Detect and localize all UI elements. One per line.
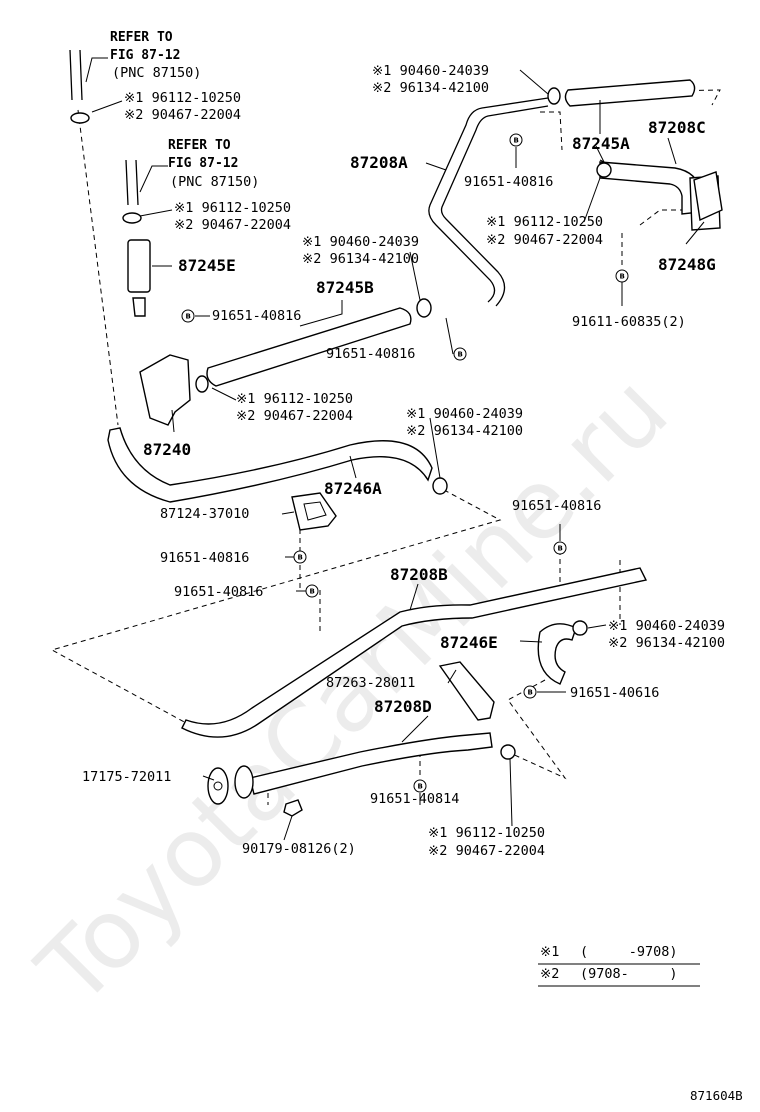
part-87208a-pipe — [428, 97, 549, 307]
legend-row1-mark: ※1 — [540, 944, 559, 960]
label-87245e: 87245E — [178, 256, 236, 275]
label-91651-40616: 91651-40616 — [570, 685, 659, 701]
part-87245a-hose — [564, 79, 696, 107]
part-87245e-hose — [69, 49, 151, 293]
label-87208a: 87208A — [350, 153, 408, 172]
leader-lines — [85, 57, 705, 841]
part-87208b-pipe — [181, 567, 648, 738]
label-90179: 90179-08126(2) — [242, 841, 356, 857]
legend: ※1 ( -9708) ※2 (9708- ) — [538, 944, 700, 987]
bolt-markers: B B B B B B B B B — [181, 133, 629, 793]
clamp-6-b: ※2 90467-22004 — [486, 232, 603, 248]
figure-code: 871604B — [690, 1088, 743, 1103]
label-91611: 91611-60835(2) — [572, 314, 686, 330]
label-87124: 87124-37010 — [160, 506, 249, 522]
clamp-1-b: ※2 90467-22004 — [124, 107, 241, 123]
clamp-7-a: ※1 90460-24039 — [372, 63, 489, 79]
part-17175-gasket — [207, 765, 254, 805]
clamp-9-a: ※1 96112-10250 — [428, 825, 545, 841]
part-87246e-hose — [537, 623, 577, 685]
nut-90179 — [283, 799, 303, 817]
part-87248g-gasket — [693, 171, 723, 222]
part-87263-bracket — [438, 661, 495, 721]
label-17175: 17175-72011 — [82, 769, 171, 785]
svg-text:B: B — [418, 783, 423, 791]
clamp-9-b: ※2 90467-22004 — [428, 843, 545, 859]
label-87246e: 87246E — [440, 633, 498, 652]
label-87208d: 87208D — [374, 697, 432, 716]
part-87208d-pipe — [249, 732, 493, 795]
label-bolt-3: 91651-40816 — [464, 174, 553, 190]
ref-1-line2: FIG 87-12 — [110, 48, 180, 63]
legend-row2-mark: ※2 — [540, 966, 559, 982]
clamp-3-a: ※1 90460-24039 — [302, 234, 419, 250]
label-bolt-5: 91651-40816 — [160, 550, 249, 566]
clamp-3-b: ※2 96134-42100 — [302, 251, 419, 267]
svg-text:B: B — [514, 137, 519, 145]
part-87246a-hose — [107, 427, 433, 503]
clamp-1-a: ※1 96112-10250 — [124, 90, 241, 106]
svg-text:B: B — [186, 313, 191, 321]
part-87240-bracket — [132, 297, 191, 426]
label-87245b: 87245B — [316, 278, 374, 297]
svg-text:B: B — [620, 273, 625, 281]
clamp-2-b: ※2 90467-22004 — [174, 217, 291, 233]
clamp-5-a: ※1 90460-24039 — [406, 406, 523, 422]
clamp-8-a: ※1 90460-24039 — [608, 618, 725, 634]
ref-1-line3: (PNC 87150) — [112, 65, 201, 81]
svg-text:B: B — [458, 351, 463, 359]
hose-clamps — [70, 87, 612, 760]
clamp-4-a: ※1 96112-10250 — [236, 391, 353, 407]
ref-1-line1: REFER TO — [110, 30, 173, 45]
part-87124-gasket — [291, 492, 337, 531]
svg-text:B: B — [558, 545, 563, 553]
label-bolt-2: 91651-40816 — [326, 346, 415, 362]
svg-text:B: B — [528, 689, 533, 697]
label-bolt-6: 91651-40816 — [174, 584, 263, 600]
clamp-8-b: ※2 96134-42100 — [608, 635, 725, 651]
label-87208b: 87208B — [390, 565, 448, 584]
svg-text:B: B — [310, 588, 315, 596]
label-bolt-4: 91651-40816 — [512, 498, 601, 514]
label-87245a: 87245A — [572, 134, 630, 153]
clamp-7-b: ※2 96134-42100 — [372, 80, 489, 96]
label-87246a: 87246A — [324, 479, 382, 498]
clamp-6-a: ※1 96112-10250 — [486, 214, 603, 230]
label-91651-40814: 91651-40814 — [370, 791, 459, 807]
legend-row1-text: ( -9708) — [580, 944, 678, 960]
label-bolt-1: 91651-40816 — [212, 308, 301, 324]
ref-2-line3: (PNC 87150) — [170, 174, 259, 190]
clamp-2-a: ※1 96112-10250 — [174, 200, 291, 216]
part-87245b-hose — [206, 307, 412, 387]
label-87240: 87240 — [143, 440, 191, 459]
ref-2-line2: FIG 87-12 — [168, 156, 238, 171]
label-87263: 87263-28011 — [326, 675, 415, 691]
label-87208c: 87208C — [648, 118, 706, 137]
svg-text:B: B — [298, 554, 303, 562]
clamp-4-b: ※2 90467-22004 — [236, 408, 353, 424]
label-87248g: 87248G — [658, 255, 716, 274]
clamp-5-b: ※2 96134-42100 — [406, 423, 523, 439]
ref-2-line1: REFER TO — [168, 138, 231, 153]
legend-row2-text: (9708- ) — [580, 966, 678, 982]
